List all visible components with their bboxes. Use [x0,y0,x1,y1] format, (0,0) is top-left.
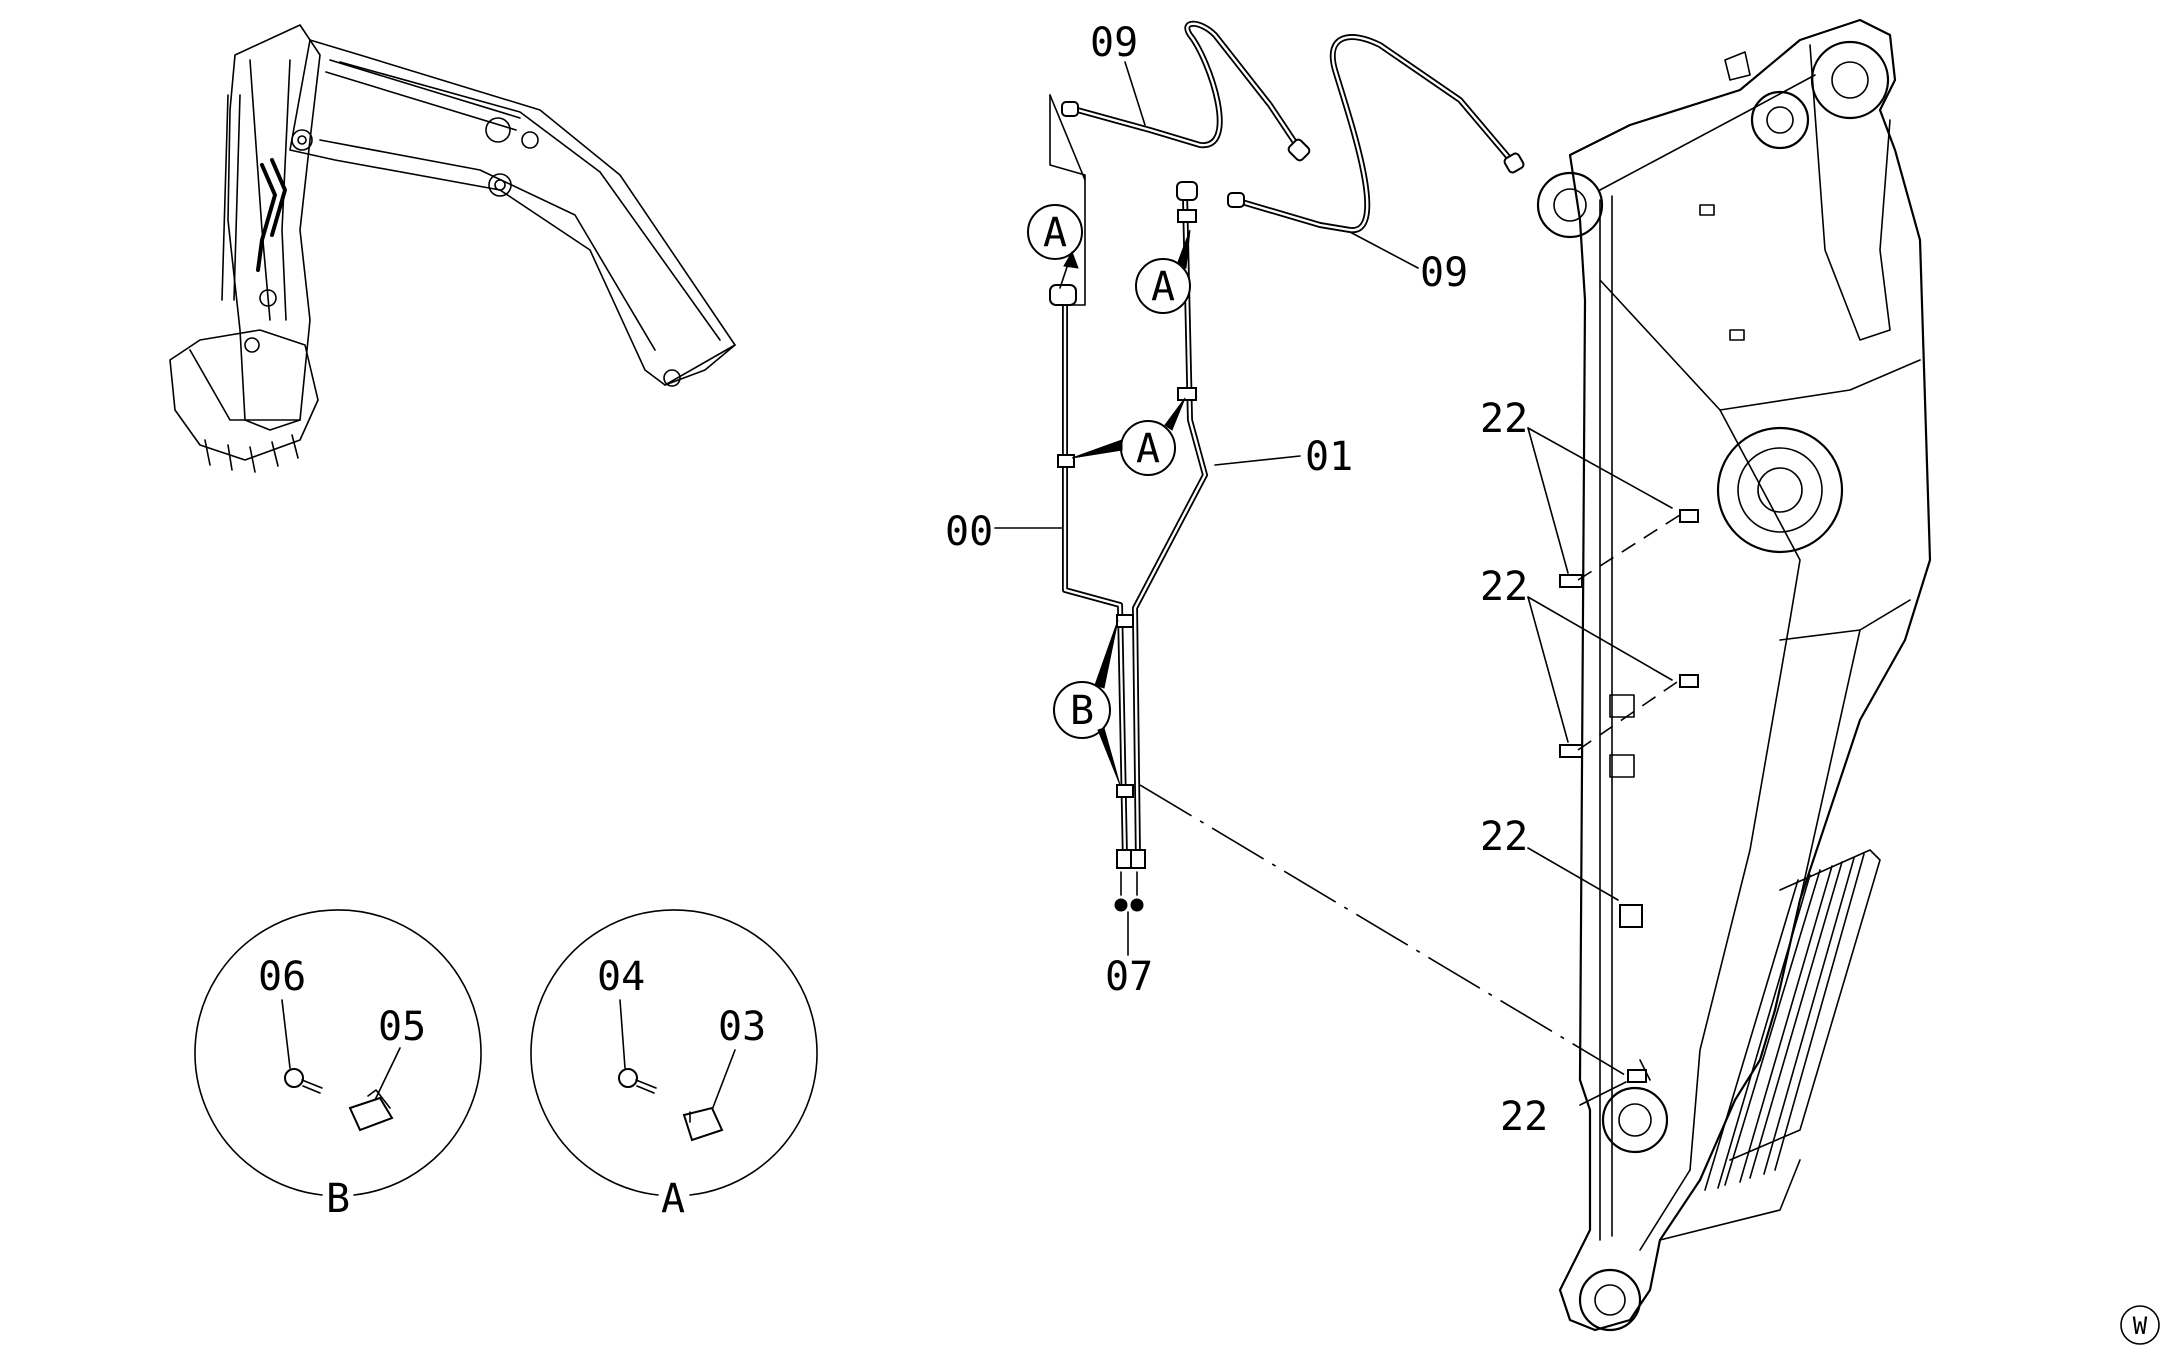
svg-text:B: B [1070,688,1094,734]
callout-a-1: A [1027,204,1083,289]
hose-09-left [1061,20,1311,162]
label-09-top: 09 [1090,20,1138,66]
label-05: 05 [378,1004,426,1050]
plug-07-a [1114,898,1128,912]
detail-view-b: B 06 05 [194,909,482,1222]
callout-b-1: B [1053,619,1121,786]
detail-a-caption: A [661,1176,685,1222]
plug-07-b [1130,898,1144,912]
svg-text:A: A [1043,210,1067,256]
bracket-outline [1049,94,1086,306]
label-00: 00 [945,509,993,555]
excavator-overview-illustration [169,24,736,473]
label-01: 01 [1305,434,1353,480]
label-03: 03 [718,1004,766,1050]
label-04: 04 [597,954,645,1000]
pipe-assembly [1049,181,1208,912]
label-22-3: 22 [1480,814,1528,860]
w-mark: W [2120,1305,2160,1345]
hose-09-right [1227,34,1525,234]
label-22-2: 22 [1480,564,1528,610]
part-labels: 09 09 01 00 07 22 22 22 22 [945,20,1548,1140]
detail-view-a: A 04 03 [530,909,818,1222]
arm-clamps [1559,509,1699,1083]
label-22-4: 22 [1500,1094,1548,1140]
label-07: 07 [1105,954,1153,1000]
label-22-1: 22 [1480,396,1528,442]
arm-body-illustration [1536,18,1932,1332]
clamp-leader-lines [1527,427,1681,1106]
pipe-to-arm-leader [1139,784,1626,1076]
label-09-right: 09 [1420,250,1468,296]
label-06: 06 [258,954,306,1000]
detail-b-caption: B [326,1176,350,1222]
callout-a-2: A [1135,229,1191,314]
callout-a-3: A [1071,397,1186,476]
svg-text:W: W [2133,1312,2148,1340]
svg-text:A: A [1136,426,1160,472]
svg-text:A: A [1151,264,1175,310]
